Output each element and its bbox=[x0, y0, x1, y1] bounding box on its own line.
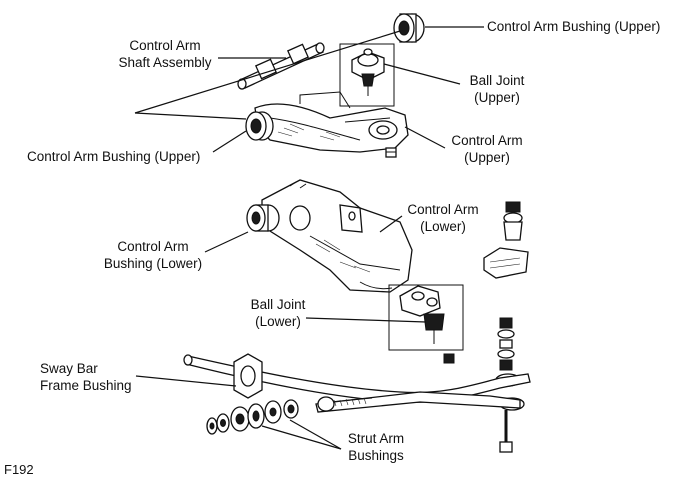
label-bushing-lower: Control Arm Bushing (Lower) bbox=[103, 239, 203, 271]
label-control-arm-lower: Control Arm (Lower) bbox=[407, 202, 479, 234]
sway-bar bbox=[183, 354, 531, 403]
control-arm-shaft-assembly bbox=[237, 42, 325, 90]
upper-bushing-left bbox=[245, 111, 274, 141]
figure-id: F192 bbox=[4, 462, 34, 477]
label-sway-bar-bushing: Sway Bar Frame Bushing bbox=[40, 361, 132, 393]
label-strut-arm-bushings: Strut Arm Bushings bbox=[347, 431, 405, 463]
strut-arm-bushings bbox=[206, 396, 335, 435]
label-ball-joint-upper: Ball Joint (Upper) bbox=[469, 73, 525, 105]
label-control-arm-upper: Control Arm (Upper) bbox=[451, 133, 523, 165]
lower-bushing bbox=[246, 204, 280, 232]
lower-ball-joint bbox=[388, 284, 464, 364]
lower-control-arm bbox=[261, 179, 413, 293]
label-upper-bushing-left: Control Arm Bushing (Upper) bbox=[27, 149, 201, 164]
upper-arm-nut bbox=[385, 147, 397, 158]
sway-bar-frame-bushing bbox=[233, 353, 263, 399]
upper-ball-joint bbox=[339, 43, 395, 107]
label-upper-bushing-top: Control Arm Bushing (Upper) bbox=[487, 19, 661, 34]
label-ball-joint-lower: Ball Joint (Lower) bbox=[250, 297, 306, 329]
bump-stop-assembly bbox=[483, 201, 529, 279]
label-shaft-assembly: Control Arm Shaft Assembly bbox=[118, 38, 212, 70]
leader-lines bbox=[134, 26, 484, 450]
upper-bushing-top bbox=[393, 13, 425, 43]
upper-control-arm bbox=[254, 91, 409, 153]
strut-arm bbox=[315, 391, 521, 413]
